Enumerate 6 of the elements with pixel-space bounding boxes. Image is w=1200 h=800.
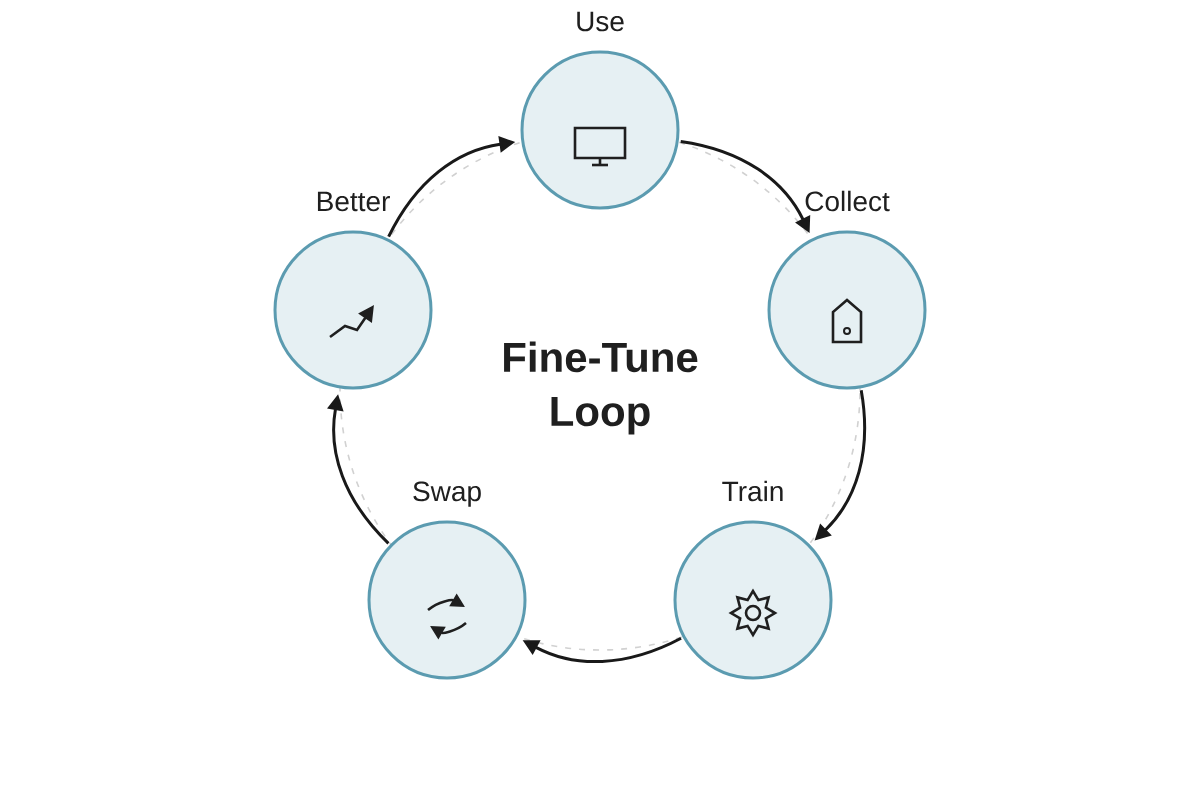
step-label: Train bbox=[722, 480, 783, 502]
title: Fine-Tune Loop bbox=[504, 341, 698, 435]
step-label: Use bbox=[577, 11, 624, 32]
step-label: Better bbox=[317, 191, 390, 212]
step-label: Collect bbox=[805, 190, 890, 212]
step-label: Swap bbox=[413, 481, 481, 507]
